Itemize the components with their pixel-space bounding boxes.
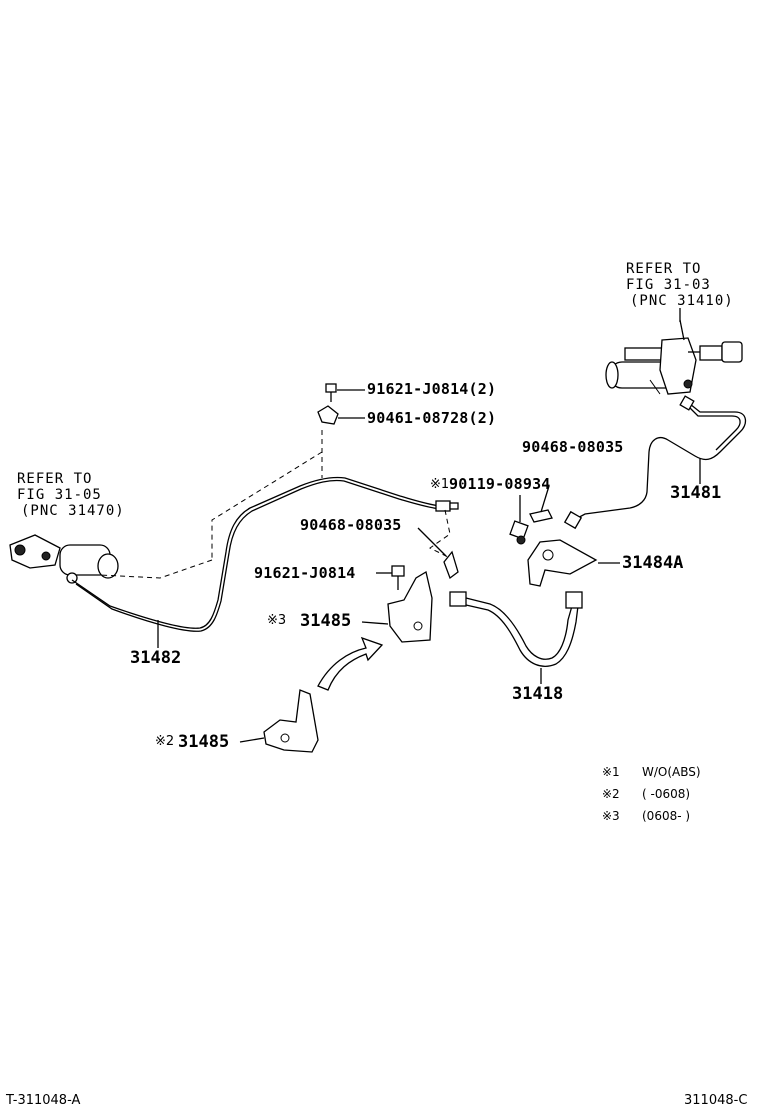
label-bracket-31485-mark2: ※2 bbox=[155, 734, 175, 749]
clip-90468-left-illustration bbox=[417, 527, 459, 580]
label-bracket-31485-b: 31485 bbox=[178, 732, 230, 752]
ref-master-line1: REFER TO bbox=[626, 261, 702, 277]
ref-release-line2: FIG 31-05 bbox=[17, 487, 102, 503]
clip-90468-right-illustration bbox=[529, 485, 553, 523]
label-bolt-91621-2: 91621-J0814(2) bbox=[367, 380, 497, 398]
tube-31482-illustration bbox=[71, 476, 459, 632]
tube-31481-illustration bbox=[563, 395, 747, 530]
label-clamp-90461: 90461-08728(2) bbox=[367, 409, 497, 427]
label-union-mark: ※1 bbox=[430, 477, 450, 492]
label-clip-90468-left: 90468-08035 bbox=[300, 516, 402, 534]
footer-left-code: T-311048-A bbox=[6, 1093, 81, 1108]
bracket-31484a-illustration bbox=[527, 539, 620, 587]
note-2-mark: ※2 bbox=[602, 787, 620, 801]
bracket-31485-upper-illustration bbox=[361, 570, 433, 643]
dashed-leaders bbox=[99, 430, 451, 579]
ref-master-line2: FIG 31-03 bbox=[626, 277, 711, 293]
label-bracket-31485-a: 31485 bbox=[300, 611, 352, 631]
leader-lines bbox=[157, 308, 701, 648]
label-bolt-91621: 91621-J0814 bbox=[254, 564, 356, 582]
label-tube-31482: 31482 bbox=[130, 648, 182, 668]
bolt-91621-illustration bbox=[376, 565, 405, 590]
note-1-mark: ※1 bbox=[602, 765, 620, 779]
note-1-text: W/O(ABS) bbox=[642, 765, 701, 779]
hose-31418-illustration bbox=[449, 591, 583, 684]
label-tube-31481: 31481 bbox=[670, 483, 722, 503]
direction-arrow bbox=[317, 636, 384, 691]
release-cylinder-illustration bbox=[9, 534, 119, 584]
ref-release-line1: REFER TO bbox=[17, 471, 93, 487]
footer-right-code: 311048-C bbox=[684, 1093, 748, 1108]
union-90119-illustration bbox=[509, 495, 529, 545]
label-bracket-31484a: 31484A bbox=[622, 553, 684, 573]
note-3-mark: ※3 bbox=[602, 809, 620, 823]
label-clip-90468-right: 90468-08035 bbox=[522, 438, 624, 456]
label-bracket-31485-mark3: ※3 bbox=[267, 613, 287, 628]
bracket-31485-lower-illustration bbox=[239, 689, 319, 753]
label-union-90119: 90119-08934 bbox=[449, 475, 551, 493]
bolt-clamp-top-illustration bbox=[317, 383, 365, 425]
label-hose-31418: 31418 bbox=[512, 684, 564, 704]
ref-release-line3: (PNC 31470) bbox=[21, 503, 125, 519]
note-3-text: (0608- ) bbox=[642, 809, 691, 823]
note-2-text: ( -0608) bbox=[642, 787, 691, 801]
master-cylinder-illustration bbox=[605, 319, 743, 395]
ref-master-line3: (PNC 31410) bbox=[630, 293, 734, 309]
